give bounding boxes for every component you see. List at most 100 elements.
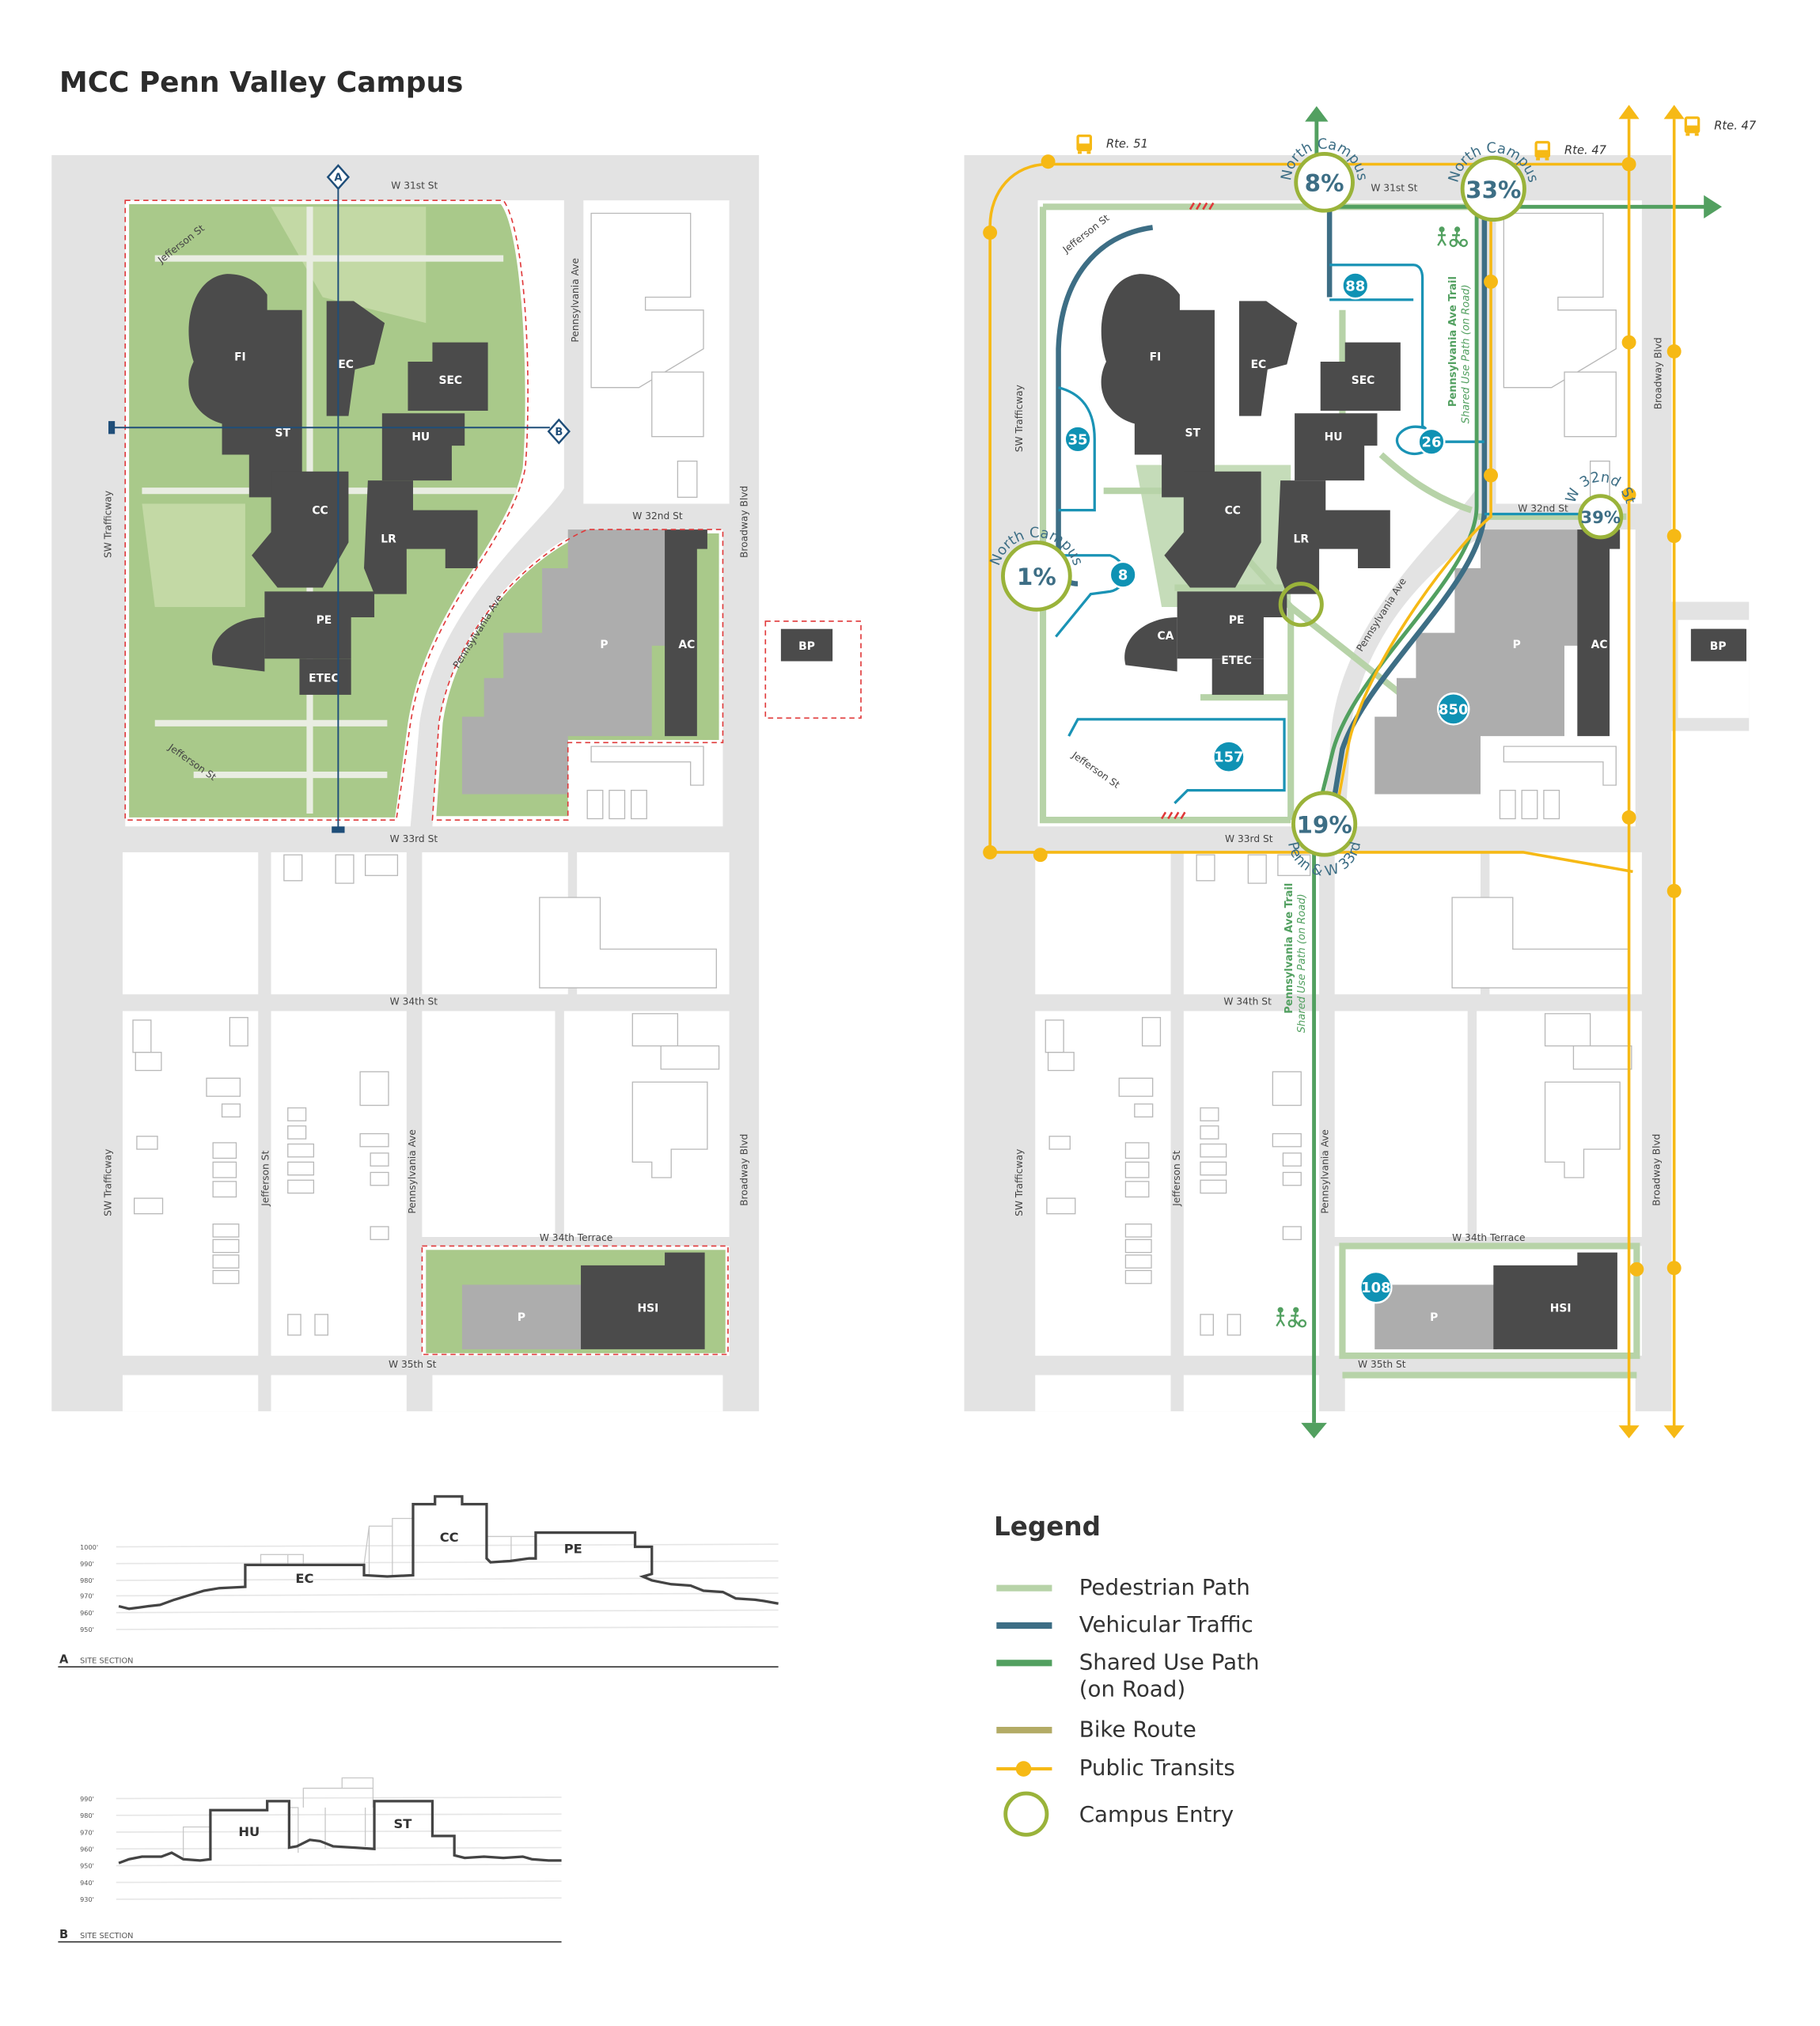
section-a-tick: 970' — [80, 1592, 94, 1600]
street-label-w34: W 34th St — [1223, 996, 1272, 1007]
section-a-tick: 980' — [80, 1576, 94, 1584]
building-label-bp: BP — [1710, 640, 1727, 653]
section-a-label-pe: PE — [564, 1542, 582, 1557]
svg-text:Pedestrian Path: Pedestrian Path — [1079, 1574, 1250, 1600]
section-b-tick: 970' — [80, 1828, 94, 1836]
street-label-w35: W 35th St — [1358, 1359, 1406, 1370]
legend-item-shared-use-path: Shared Use Path (on Road) — [996, 1648, 1260, 1702]
trail-label-name: Pennsylvania Ave Trail — [1447, 276, 1459, 407]
svg-text:Vehicular Traffic: Vehicular Traffic — [1079, 1611, 1253, 1637]
building-label-fi: FI — [234, 351, 246, 363]
svg-text:Public Transits: Public Transits — [1079, 1755, 1235, 1781]
bp-boundary — [764, 620, 862, 719]
street-label-jefferson-3: Jefferson St — [260, 1151, 271, 1207]
south-campus-boundary — [431, 529, 724, 821]
page-title: MCC Penn Valley Campus — [59, 66, 463, 99]
arrow-south-icon — [1663, 1425, 1685, 1439]
trail-label-sub-south: Shared Use Path (on Road) — [1296, 893, 1308, 1033]
building-label-etec: ETEC — [309, 673, 339, 685]
section-a-tick: 1000' — [80, 1543, 98, 1551]
svg-text:33%: 33% — [1465, 176, 1521, 203]
legend: Legend Pedestrian Path Vehicular Traffic… — [994, 1512, 1260, 1837]
parking-badge-35[interactable]: 35 — [1064, 425, 1092, 453]
section-a-profile — [118, 1495, 779, 1611]
parking-badges: 88 35 26 8 850 157 108 — [1064, 271, 1470, 1304]
section-b-label-st: ST — [394, 1816, 413, 1831]
site-section-a: 1000' 990' 980' 970' 960' 950' EC CC PE … — [58, 1495, 779, 1668]
building-label-hu: HU — [1325, 431, 1343, 444]
legend-item-public-transits: Public Transits — [996, 1755, 1235, 1781]
pedestrian-bike-icon — [1276, 1307, 1307, 1328]
building-label-hsi: HSI — [637, 1303, 658, 1315]
building-label-sec: SEC — [438, 374, 462, 387]
section-marker-b-label: B — [555, 427, 563, 438]
street-label-w33: W 33rd St — [390, 833, 438, 844]
section-b-tick: 940' — [80, 1879, 94, 1887]
transit-stops — [983, 154, 1682, 1277]
street-label-broadway-1: Broadway Blvd — [1652, 337, 1663, 409]
section-b-caption: SITE SECTION — [80, 1932, 133, 1941]
parking-badge-108[interactable]: 108 — [1359, 1270, 1393, 1304]
parking-badge-850[interactable]: 850 — [1436, 692, 1470, 726]
route-label-51: Rte. 51 — [1106, 137, 1148, 150]
svg-text:(on Road): (on Road) — [1079, 1676, 1186, 1702]
section-a-ghost-buildings — [260, 1517, 536, 1576]
svg-text:19%: 19% — [1296, 811, 1352, 838]
street-label-w32: W 32nd St — [632, 510, 683, 522]
arrow-north-icon — [1663, 104, 1685, 120]
section-a-tick: 960' — [80, 1609, 94, 1617]
street-label-w34t: W 34th Terrace — [540, 1232, 612, 1243]
bp-building — [1690, 628, 1747, 662]
route-label-47: Rte. 47 — [1564, 143, 1607, 157]
parking-badge-8[interactable]: 8 — [1109, 560, 1137, 589]
street-label-w35: W 35th St — [389, 1359, 437, 1370]
parking-badge-88[interactable]: 88 — [1341, 271, 1370, 300]
building-label-lr: LR — [1293, 533, 1309, 545]
street-label-penn-1: Pennsylvania Ave — [570, 258, 581, 343]
svg-text:157: 157 — [1214, 749, 1243, 766]
svg-text:850: 850 — [1439, 701, 1468, 718]
svg-text:88: 88 — [1345, 278, 1365, 294]
street-label-broadway-2: Broadway Blvd — [1651, 1134, 1663, 1206]
legend-item-vehicular-traffic: Vehicular Traffic — [996, 1611, 1253, 1637]
street-label-w31: W 31st St — [1371, 183, 1417, 194]
section-a-letter: A — [59, 1652, 69, 1666]
trail-label-name-south: Pennsylvania Ave Trail — [1283, 883, 1295, 1014]
parking-badge-157[interactable]: 157 — [1212, 740, 1246, 774]
street-label-w31: W 31st St — [391, 180, 438, 191]
section-b-tick: 980' — [80, 1812, 94, 1819]
arrow-east-icon — [1704, 195, 1723, 218]
building-label-bp: BP — [798, 640, 815, 653]
arrow-south-icon — [1618, 1425, 1640, 1439]
section-marker-a — [326, 164, 351, 191]
street-label-jefferson-3: Jefferson St — [1171, 1151, 1182, 1207]
building-label-cc: CC — [312, 505, 328, 518]
street-label-penn-2: Pennsylvania Ave — [407, 1129, 418, 1214]
campus-entry-north-8: 8% North Campus — [1278, 136, 1371, 213]
street-label-w32: W 32nd St — [1518, 503, 1568, 514]
svg-text:8%: 8% — [1305, 170, 1344, 197]
legend-title: Legend — [994, 1512, 1101, 1542]
svg-text:39%: 39% — [1580, 507, 1621, 527]
legend-item-campus-entry: Campus Entry — [1003, 1791, 1234, 1837]
street-label-sw-1: SW Trafficway — [102, 491, 113, 558]
building-label-p: P — [600, 639, 608, 651]
parking-badge-26[interactable]: 26 — [1417, 427, 1446, 456]
site-plan-map: FI ST EC SEC HU CC LR PE ETEC P AC BP P … — [51, 154, 862, 1412]
section-b-label-hu: HU — [238, 1824, 260, 1839]
public-transit-routes: Rte. 51 Rte. 47 Rte. 47 — [983, 104, 1757, 1439]
bus-icon — [1684, 116, 1701, 136]
street-label-broadway-2: Broadway Blvd — [738, 1134, 749, 1206]
circulation-map: Rte. 51 Rte. 47 Rte. 47 FI ST EC SEC HU … — [963, 104, 1774, 1439]
svg-text:Campus Entry: Campus Entry — [1079, 1801, 1234, 1827]
arrow-north-icon — [1618, 104, 1640, 120]
section-b-letter: B — [59, 1928, 68, 1941]
site-section-b: 990' 980' 970' 960' 950' 940' 930' HU ST… — [58, 1777, 562, 1943]
building-label-ec: EC — [1251, 359, 1267, 371]
section-b-tick: 950' — [80, 1862, 94, 1870]
building-label-hsi: HSI — [1550, 1303, 1572, 1315]
building-label-cc: CC — [1225, 505, 1241, 518]
campus-walkways — [142, 207, 517, 814]
building-label-st: ST — [275, 427, 291, 440]
